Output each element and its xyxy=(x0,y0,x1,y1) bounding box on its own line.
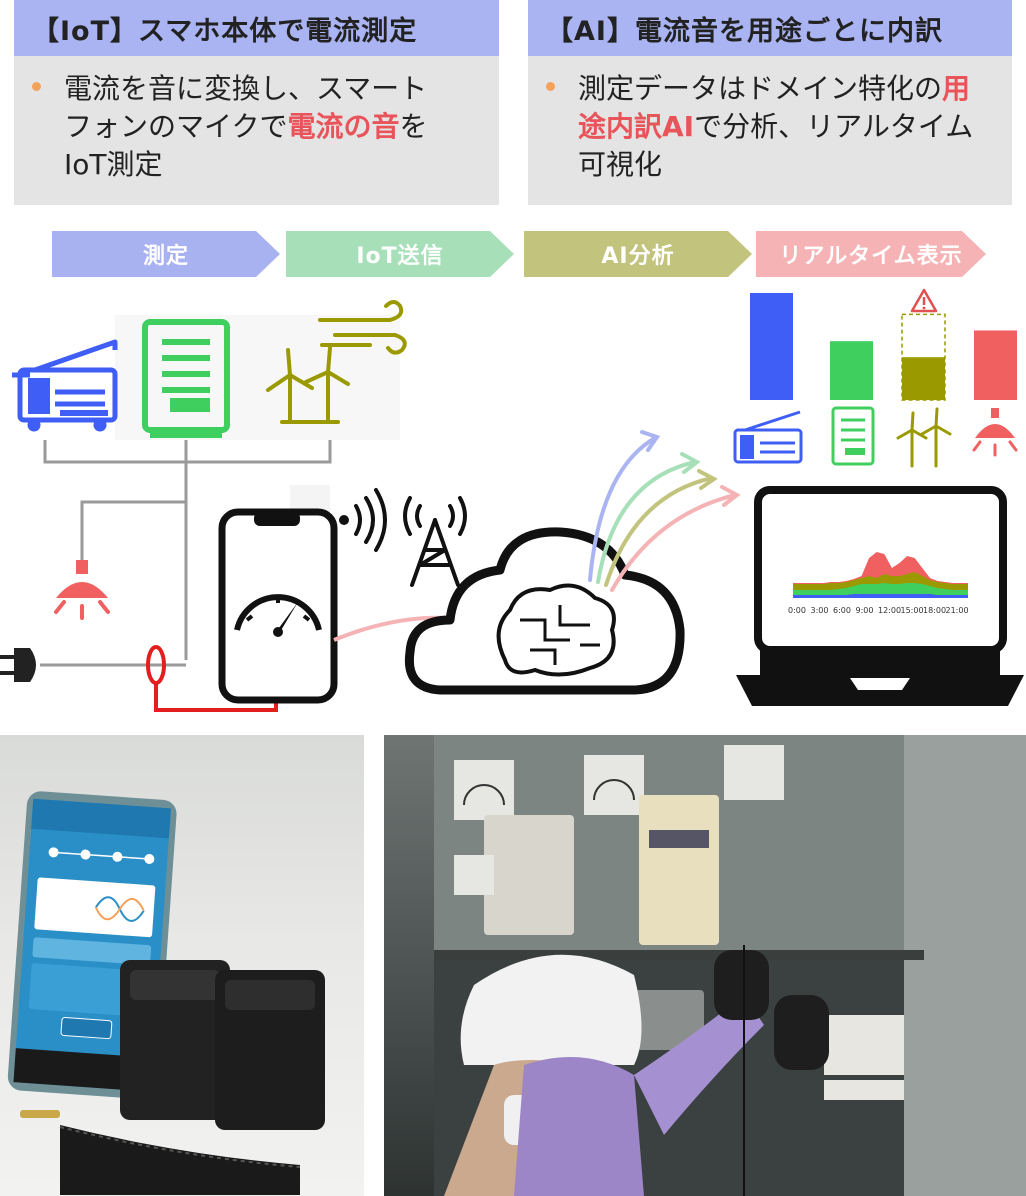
step-ai-analysis: AI分析 xyxy=(524,231,752,277)
wind-turbine-icon xyxy=(266,300,407,424)
monitor-x-tick: 21:00 xyxy=(946,606,969,615)
monitor-x-tick: 6:00 xyxy=(833,606,851,615)
lamp-icon xyxy=(54,560,110,620)
step-realtime-display: リアルタイム表示 xyxy=(756,231,986,277)
monitor-x-tick: 12:00 xyxy=(878,606,901,615)
monitor-x-tick: 9:00 xyxy=(856,606,874,615)
bar-wind-turbine xyxy=(902,357,945,400)
monitor-icon xyxy=(736,486,1024,706)
gray-wiring xyxy=(40,440,332,667)
bullet-icon xyxy=(32,82,41,91)
installation-photo xyxy=(384,735,1026,1196)
clamp-sensor-photo-icon xyxy=(20,960,325,1195)
meter-icon xyxy=(454,745,784,945)
iot-panel-text: 電流を音に変換し、スマート フォンのマイクで電流の音を IoT測定 xyxy=(64,72,428,181)
monitor-area-layer xyxy=(793,594,968,598)
monitor-x-tick: 0:00 xyxy=(788,606,806,615)
signal-waves-icon xyxy=(339,488,387,552)
monitor-x-tick: 18:00 xyxy=(923,606,946,615)
highlight-ai: 途内訳AI xyxy=(578,110,695,143)
bar-copier xyxy=(750,293,793,400)
copier-icon xyxy=(12,339,118,432)
highlight-current-sound: 電流の音 xyxy=(287,110,400,143)
monitor-x-tick: 15:00 xyxy=(901,606,924,615)
red-cable xyxy=(154,683,278,712)
ai-panel-title: 【AI】電流音を用途ごとに内訳 xyxy=(528,0,1012,56)
bar-lamp xyxy=(974,330,1017,400)
iot-panel-title: 【IoT】スマホ本体で電流測定 xyxy=(14,0,499,56)
cloud-ai-brain-icon xyxy=(404,527,685,695)
iot-panel-body: 電流を音に変換し、スマート フォンのマイクで電流の音を IoT測定 xyxy=(14,56,499,205)
worker-photo-icon xyxy=(444,945,829,1196)
warning-icon xyxy=(910,288,938,313)
copier-small-icon xyxy=(733,410,803,464)
step-measure: 測定 xyxy=(52,231,280,277)
ai-panel-body: 測定データはドメイン特化の用 途内訳AIで分析、リアルタイム 可視化 xyxy=(528,56,1012,205)
ai-panel: 【AI】電流音を用途ごとに内訳 測定データはドメイン特化の用 途内訳AIで分析、… xyxy=(528,0,1012,205)
device-photo xyxy=(0,735,364,1196)
bar-vending-machine xyxy=(830,341,873,400)
lamp-small-icon xyxy=(972,408,1018,457)
antenna-tower-icon xyxy=(403,496,467,587)
vending-small-icon xyxy=(831,406,875,466)
usage-bar-chart xyxy=(750,293,1017,401)
bullet-icon xyxy=(546,82,555,91)
ai-panel-text: 測定データはドメイン特化の用 途内訳AIで分析、リアルタイム 可視化 xyxy=(578,72,974,181)
iot-panel: 【IoT】スマホ本体で電流測定 電流を音に変換し、スマート フォンのマイクで電流… xyxy=(14,0,499,205)
smartphone-gauge-icon xyxy=(218,508,338,704)
step-iot-send: IoT送信 xyxy=(286,231,514,277)
monitor-x-tick: 3:00 xyxy=(811,606,829,615)
plug-icon xyxy=(0,648,36,682)
data-flow-arrows xyxy=(588,430,741,592)
turbine-small-icon xyxy=(896,407,952,468)
vending-machine-icon xyxy=(142,319,230,438)
